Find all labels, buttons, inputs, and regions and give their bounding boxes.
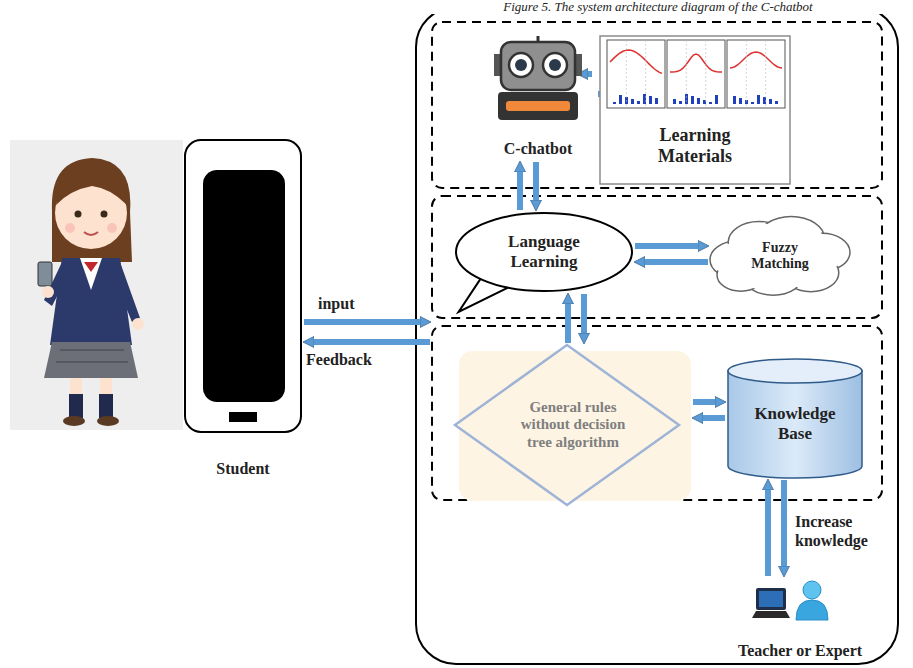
chart-bar <box>739 98 742 104</box>
layer-box <box>432 196 882 318</box>
cylinder-body <box>728 370 862 478</box>
node-label: C-chatbot <box>504 140 572 158</box>
robot-pupil <box>549 59 561 71</box>
chatbot-icon: C-chatbot <box>486 34 590 160</box>
database-cylinder: Knowledge Base <box>727 358 863 478</box>
node-label: Knowledge Base <box>740 404 850 443</box>
flow-arrow <box>517 172 523 210</box>
bubble-joint <box>482 273 510 284</box>
chart-curve <box>730 52 782 68</box>
diamond-outline <box>455 345 679 505</box>
chart-bar <box>769 99 772 104</box>
robot-head <box>501 42 575 90</box>
speech-bubble: Language Learning <box>455 212 633 292</box>
flow-arrow <box>703 415 725 421</box>
flow-arrow <box>533 162 539 200</box>
phone-screen <box>203 170 285 402</box>
chart-curve <box>610 50 662 73</box>
chart-grid <box>626 40 627 108</box>
flow-arrow <box>781 480 787 566</box>
cloud-shape: Fuzzy Matching <box>710 218 850 294</box>
annotation-label: input <box>318 294 354 313</box>
chart-grid <box>705 40 706 108</box>
bubble-body <box>456 213 632 291</box>
student-device-shape <box>183 140 303 482</box>
chart-bar <box>751 102 754 104</box>
flow-arrow <box>635 243 698 249</box>
chart-grid <box>645 40 646 108</box>
laptop-base <box>752 611 790 618</box>
input-arrow <box>304 319 420 325</box>
laptop-screen <box>756 588 786 610</box>
cylinder-top <box>728 359 862 383</box>
decision-diamond: General rules without decision tree algo… <box>455 345 691 505</box>
chart-bar <box>679 101 682 104</box>
node-label: Teacher or Expert <box>738 642 862 660</box>
phone-button <box>229 412 257 422</box>
laptop-display <box>759 591 783 607</box>
flow-arrow <box>588 71 592 77</box>
flow-arrow <box>645 259 708 265</box>
student-illustration <box>10 140 183 430</box>
node-label: Fuzzy Matching <box>744 240 816 272</box>
node-label: Learning Materials <box>635 125 755 166</box>
chart-bar <box>685 94 688 104</box>
node-label: Student <box>216 460 269 478</box>
robot-eye <box>509 53 533 77</box>
flow-arrow <box>693 399 715 405</box>
chart-grid <box>686 40 687 108</box>
teacher-icon: Teacher or Expert <box>712 578 888 662</box>
figure-title: Figure 5. The system architecture diagra… <box>430 0 886 14</box>
chart-bar <box>619 95 622 104</box>
flow-arrow <box>765 490 771 576</box>
chart-bar <box>673 99 676 104</box>
chart-bar <box>775 101 778 104</box>
chart-bar <box>715 95 718 104</box>
chart-bar <box>637 101 640 104</box>
chart-bar <box>613 102 616 104</box>
robot-eye <box>543 53 567 77</box>
chart-bar <box>709 102 712 104</box>
chart-panel <box>667 40 725 108</box>
chart-grid <box>746 40 747 108</box>
flow-arrow <box>565 304 571 343</box>
annotation-label: Increase knowledge <box>795 512 907 550</box>
robot-body <box>498 92 578 120</box>
annotation-label: Feedback <box>306 350 372 369</box>
person-head <box>803 581 821 599</box>
chart-curve <box>670 54 722 72</box>
robot-mouth <box>506 101 570 111</box>
chart-bar <box>655 98 658 104</box>
system-boundary <box>416 7 898 664</box>
materials-box: Learning Materials <box>600 36 790 184</box>
chart-bar <box>631 99 634 104</box>
phone-body <box>185 140 301 432</box>
chart-bar <box>697 98 700 104</box>
feedback-arrow <box>314 339 430 345</box>
chart-bar <box>691 96 694 104</box>
layer-box <box>432 326 882 500</box>
chart-bar <box>757 95 760 104</box>
node-label: Language Learning <box>489 232 599 271</box>
chart-grid <box>765 40 766 108</box>
flow-arrow <box>581 294 587 333</box>
node-label: General rules without decision tree algo… <box>518 399 628 451</box>
decision-ground <box>459 351 691 501</box>
chart-panel <box>727 40 785 108</box>
chart-bar <box>733 96 736 104</box>
robot-pupil <box>515 59 527 71</box>
student-device: Student <box>183 140 303 482</box>
chart-bar <box>643 94 646 104</box>
chart-bar <box>649 96 652 104</box>
materials-frame <box>600 36 790 184</box>
layer-box <box>432 22 882 188</box>
chart-panel <box>607 40 665 108</box>
person-body <box>796 600 828 620</box>
